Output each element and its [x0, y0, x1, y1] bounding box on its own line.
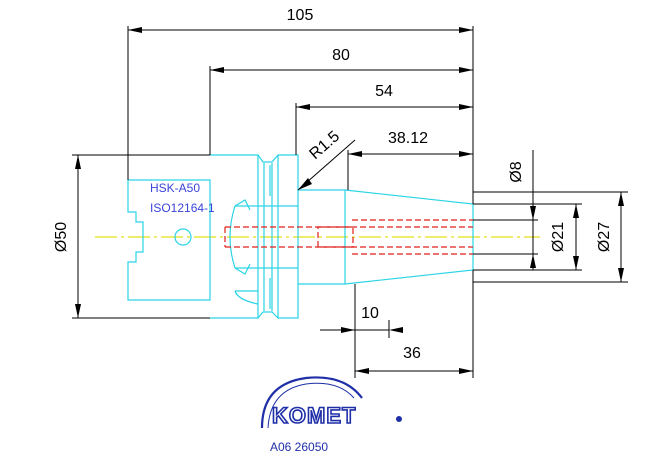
logo-swoosh: [260, 376, 363, 429]
part-outline: [127, 154, 474, 319]
dim-length-80: 80: [332, 47, 350, 64]
dim-diameter-27: Ø27: [596, 222, 613, 252]
dim-length-36: 36: [403, 345, 421, 362]
dim-length-38: 38.12: [388, 130, 428, 147]
arrowheads: [75, 27, 624, 374]
part-code: A06 26050: [270, 440, 328, 454]
logo-dot: [396, 416, 402, 422]
dim-length-10: 10: [361, 305, 379, 322]
interface-label: HSK-A50: [150, 181, 200, 195]
komet-logo: KOMET: [260, 376, 402, 429]
dim-diameter-21: Ø21: [550, 222, 567, 252]
dim-diameter-50: Ø50: [53, 222, 70, 252]
logo-brand-text: KOMET: [272, 403, 356, 428]
dim-radius: R1.5: [306, 128, 343, 163]
hidden-bore: [224, 219, 473, 255]
standard-label: ISO12164-1: [150, 201, 215, 215]
dim-diameter-8: Ø8: [508, 161, 525, 182]
dim-length-54: 54: [375, 83, 393, 100]
dim-overall-length: 105: [287, 7, 314, 24]
